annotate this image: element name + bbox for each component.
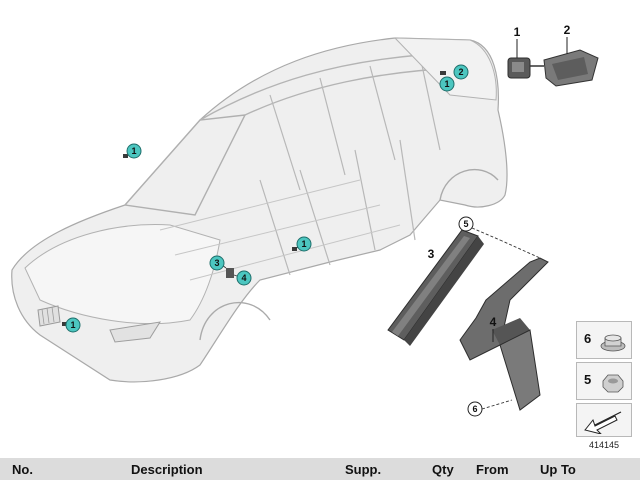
callout-center-1[interactable]: 1 [294, 236, 312, 252]
parts-diagram: 1 2 1 1 1 3 4 1 2 [11, 23, 599, 417]
callout-mount-3[interactable]: 3 [209, 255, 227, 271]
svg-text:1: 1 [70, 320, 75, 330]
svg-text:1: 1 [301, 239, 306, 249]
diagram-id: 414145 [589, 440, 620, 450]
legend-nut-5[interactable]: 5 [576, 362, 632, 400]
part-1-sensor-illustration [507, 57, 544, 79]
callout-mount-4[interactable]: 4 [233, 270, 252, 286]
svg-text:3: 3 [214, 258, 219, 268]
part-number-6-callout[interactable]: 6 [467, 399, 513, 417]
column-description: Description [131, 461, 203, 477]
parts-table-header: No. Description Supp. Qty From Up To [0, 458, 640, 480]
view-arrow-icon [584, 411, 622, 434]
part-number-1[interactable]: 1 [514, 25, 521, 58]
column-supp: Supp. [345, 461, 382, 477]
svg-text:1: 1 [131, 146, 136, 156]
callout-grille-1[interactable]: 1 [64, 317, 81, 333]
part-2-bracket-illustration [543, 49, 599, 87]
svg-text:1: 1 [444, 79, 449, 89]
column-qty: Qty [432, 461, 454, 477]
callout-roof-2[interactable]: 2 [453, 64, 469, 80]
callout-roof-1[interactable]: 1 [439, 76, 455, 92]
part-3-module-illustration [387, 229, 484, 346]
part-number-5-callout[interactable]: 5 [458, 216, 541, 259]
flange-nut-icon [600, 334, 626, 352]
part-number-3[interactable]: 3 [428, 247, 435, 261]
svg-text:3: 3 [428, 247, 435, 261]
column-from: From [476, 461, 509, 477]
svg-text:6: 6 [472, 404, 477, 414]
part-number-4[interactable]: 4 [490, 315, 497, 342]
legend-nut-6-number: 6 [584, 331, 592, 346]
svg-text:4: 4 [490, 315, 497, 329]
svg-text:2: 2 [564, 23, 571, 37]
legend-arrow-box [576, 403, 632, 437]
part-4-bracket-illustration [459, 257, 549, 411]
sensor-marks [62, 71, 446, 326]
legend-nut-6[interactable]: 6 [576, 321, 632, 359]
part-number-2[interactable]: 2 [564, 23, 571, 54]
callout-a-pillar-1[interactable]: 1 [125, 143, 142, 159]
svg-text:1: 1 [514, 25, 521, 39]
svg-text:2: 2 [458, 67, 463, 77]
column-no: No. [12, 461, 33, 477]
legend-nut-5-number: 5 [584, 372, 592, 387]
hex-nut-icon [602, 374, 624, 393]
svg-text:5: 5 [463, 219, 468, 229]
car-body-illustration [11, 37, 508, 383]
svg-text:4: 4 [241, 273, 246, 283]
column-up-to: Up To [540, 461, 576, 477]
